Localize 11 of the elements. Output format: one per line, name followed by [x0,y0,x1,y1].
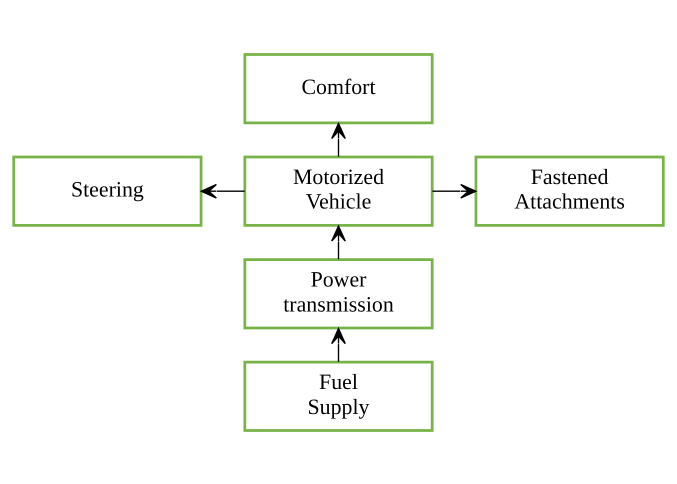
node-box: Fastened Attachments [474,155,665,226]
arrow [331,327,346,362]
arrow [200,183,245,198]
node-box: Comfort [243,52,434,124]
arrow [331,122,346,156]
node-box: Power transmission [243,258,434,329]
arrow [432,183,476,198]
arrow [331,224,346,259]
node-box: Motorized Vehicle [243,155,434,226]
node-box: Steering [12,155,202,226]
node-box: Fuel Supply [243,360,434,432]
